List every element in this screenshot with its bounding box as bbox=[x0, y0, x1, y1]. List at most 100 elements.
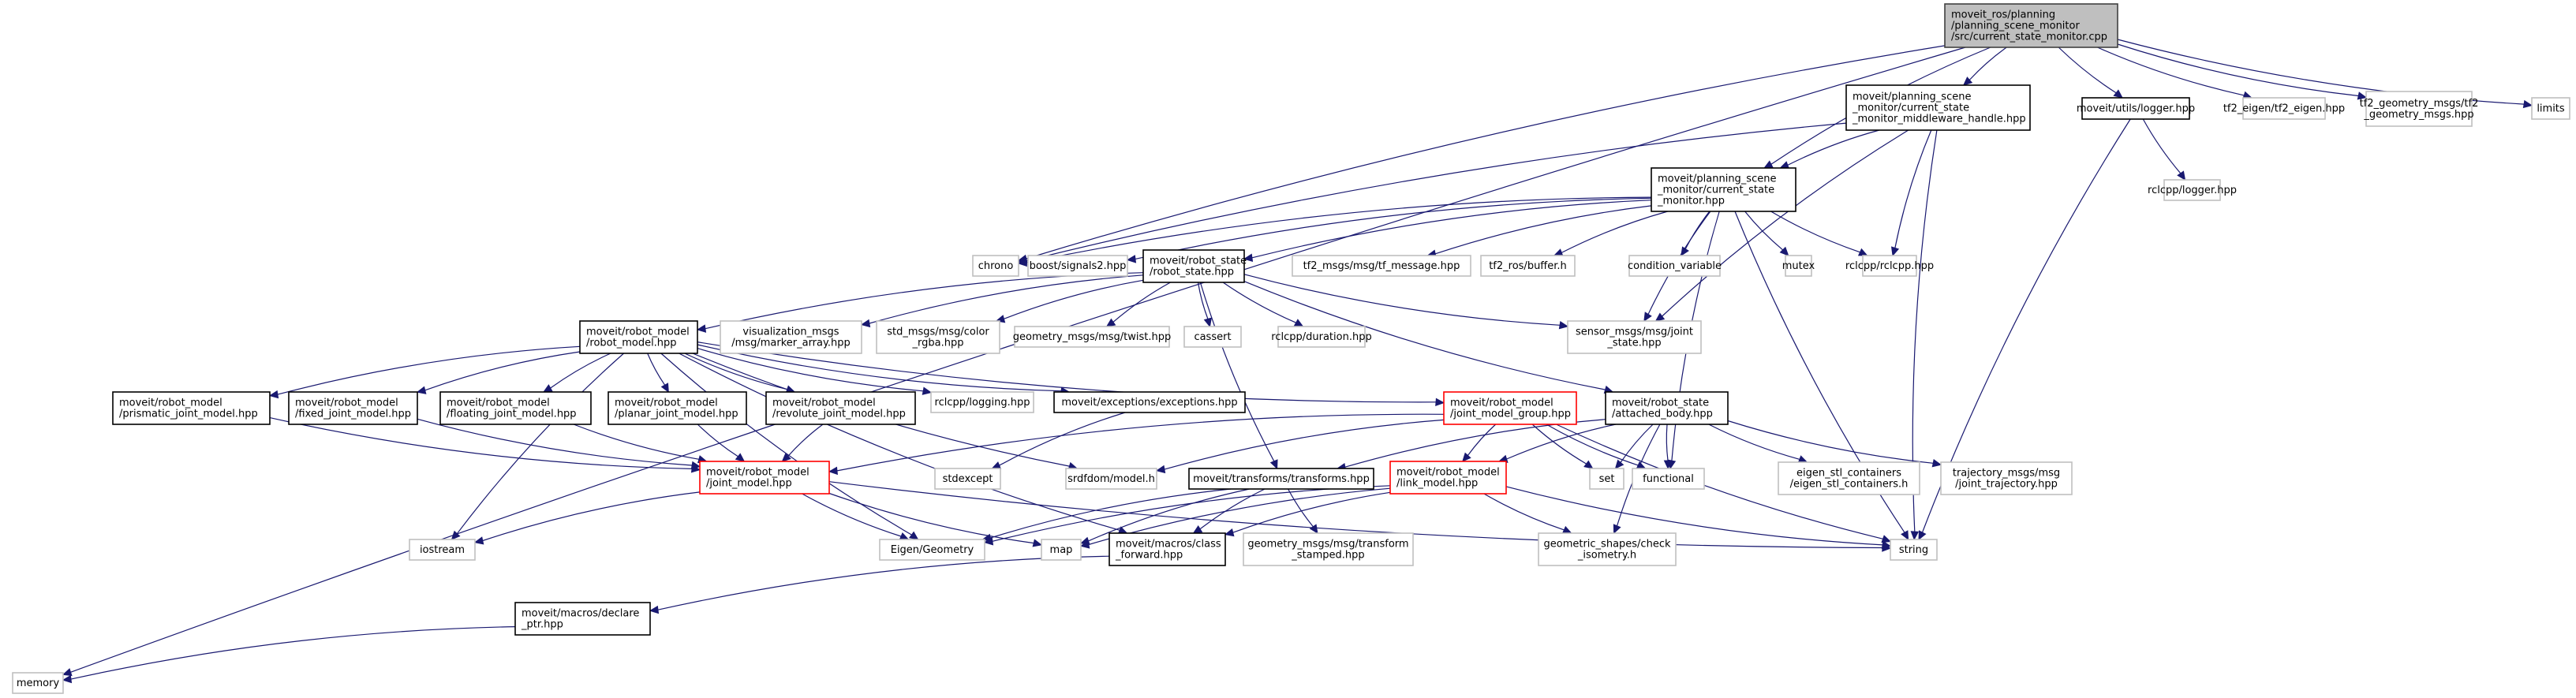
arrowhead-icon bbox=[1910, 531, 1920, 541]
node-floating[interactable]: moveit/robot_model/floating_joint_model.… bbox=[439, 391, 592, 425]
node-box bbox=[1940, 461, 2073, 495]
edge-line bbox=[999, 412, 1126, 466]
node-label-line: moveit/robot_state bbox=[1612, 398, 1709, 409]
arrowhead-icon bbox=[1192, 524, 1203, 534]
node-joint-model[interactable]: moveit/robot_model/joint_model.hpp bbox=[699, 461, 830, 495]
node-mutex: mutex bbox=[1782, 255, 1815, 277]
node-cond-var: condition_variable bbox=[1628, 255, 1722, 277]
node-box bbox=[1243, 532, 1414, 566]
edge-line bbox=[1770, 211, 1860, 253]
edge-mw_handle-to-joint_state bbox=[1654, 129, 1909, 322]
edge-line bbox=[1666, 424, 1669, 461]
edge-line bbox=[1197, 282, 1209, 319]
node-label-line: boost/signals2.hpp bbox=[1030, 260, 1127, 272]
edge-line bbox=[424, 351, 581, 391]
node-label-line: _monitor/current_state bbox=[1657, 185, 1774, 196]
node-jmg[interactable]: moveit/robot_model/joint_model_group.hpp bbox=[1443, 391, 1577, 425]
node-logger[interactable]: moveit/utils/logger.hpp bbox=[2077, 97, 2195, 120]
node-label-line: geometry_msgs/msg/transform bbox=[1247, 539, 1408, 551]
edge-line bbox=[697, 348, 924, 392]
node-label-line: _state.hpp bbox=[1606, 338, 1661, 349]
node-box bbox=[1065, 468, 1157, 490]
arrowhead-icon bbox=[828, 466, 838, 476]
node-label-line: /robot_model.hpp bbox=[586, 338, 677, 349]
edge-line bbox=[1787, 129, 1880, 166]
node-box bbox=[409, 539, 476, 561]
node-box bbox=[2081, 97, 2190, 120]
edge-attached_body-to-joint_traj bbox=[1727, 420, 1942, 468]
edge-line bbox=[697, 424, 738, 457]
node-class-fwd[interactable]: moveit/macros/class_forward.hpp bbox=[1109, 532, 1226, 566]
node-functional: functional bbox=[1632, 468, 1705, 490]
edge-robot_state-to-joint_state bbox=[1243, 274, 1569, 330]
edge-line bbox=[70, 626, 516, 680]
node-attached-body[interactable]: moveit/robot_state/attached_body.hpp bbox=[1605, 391, 1729, 425]
edge-root-to-memory bbox=[62, 47, 1966, 677]
node-transforms[interactable]: moveit/transforms/transforms.hpp bbox=[1188, 468, 1374, 490]
arrowhead-icon bbox=[922, 386, 933, 395]
node-label-line: cassert bbox=[1194, 331, 1231, 343]
node-label-line: trajectory_msgs/msg bbox=[1953, 468, 2060, 480]
edge-jmg-to-functional bbox=[1546, 424, 1647, 469]
node-root[interactable]: moveit_ros/planning/planning_scene_monit… bbox=[1944, 3, 2118, 48]
edge-robot_model-to-rclcpp_logging bbox=[697, 348, 933, 395]
node-label-line: moveit/robot_model bbox=[706, 467, 809, 479]
arrowhead-icon bbox=[735, 453, 746, 462]
edge-line bbox=[1435, 205, 1652, 255]
node-label-line: /planar_joint_model.hpp bbox=[615, 409, 738, 420]
arrowhead-icon bbox=[62, 674, 73, 684]
node-joint-state: sensor_msgs/msg/joint_state.hpp bbox=[1567, 320, 1702, 354]
node-label-line: /joint_trajectory.hpp bbox=[1955, 479, 2058, 491]
arrowhead-icon bbox=[1643, 312, 1652, 323]
node-label-line: set bbox=[1599, 473, 1615, 485]
node-prismatic[interactable]: moveit/robot_model/prismatic_joint_model… bbox=[112, 391, 271, 425]
node-eigen-geom: Eigen/Geometry bbox=[879, 539, 985, 561]
node-fixed[interactable]: moveit/robot_model/fixed_joint_model.hpp bbox=[288, 391, 418, 425]
edge-exceptions-to-stdexcept bbox=[991, 412, 1126, 469]
edge-line bbox=[2058, 47, 2117, 94]
node-mw-handle[interactable]: moveit/planning_scene_monitor/current_st… bbox=[1845, 84, 2031, 131]
node-csm[interactable]: moveit/planning_scene_monitor/current_st… bbox=[1651, 167, 1796, 212]
arrowhead-icon bbox=[1918, 530, 1927, 541]
arrowhead-icon bbox=[1962, 77, 1973, 86]
edge-robot_state-to-twist bbox=[1105, 282, 1171, 327]
edge-robot_model-to-revolute bbox=[684, 353, 796, 394]
node-robot-state[interactable]: moveit/robot_state/robot_state.hpp bbox=[1142, 249, 1247, 283]
arrowhead-icon bbox=[1583, 460, 1594, 469]
edge-jmg-to-joint_model bbox=[828, 413, 1445, 476]
edge-line bbox=[1164, 419, 1445, 470]
node-box bbox=[699, 461, 830, 495]
node-box bbox=[439, 391, 592, 425]
edge-line bbox=[1506, 424, 1617, 460]
node-label-line: tf2_eigen/tf2_eigen.hpp bbox=[2223, 103, 2345, 115]
node-box bbox=[1785, 255, 1812, 277]
node-joint-traj: trajectory_msgs/msg/joint_trajectory.hpp bbox=[1940, 461, 2073, 495]
node-set: set bbox=[1589, 468, 1624, 490]
node-label-line: _isometry.h bbox=[1577, 550, 1636, 562]
node-label-line: rclcpp/duration.hpp bbox=[1271, 331, 1371, 343]
node-label-line: functional bbox=[1643, 473, 1694, 485]
node-box bbox=[1862, 255, 1917, 277]
arrowhead-icon bbox=[1681, 246, 1689, 257]
node-box bbox=[1109, 532, 1226, 566]
edge-robot_model-to-planar bbox=[647, 353, 669, 394]
edge-robot_model-to-jmg bbox=[697, 342, 1445, 407]
node-declare-ptr[interactable]: moveit/macros/declare_ptr.hpp bbox=[514, 602, 651, 636]
node-link-model[interactable]: moveit/robot_model/link_model.hpp bbox=[1389, 461, 1507, 495]
edge-line bbox=[1243, 274, 1561, 326]
arrowhead-icon bbox=[696, 324, 707, 333]
node-revolute[interactable]: moveit/robot_model/revolute_joint_model.… bbox=[765, 391, 916, 425]
edge-line bbox=[482, 491, 701, 542]
edge-robot_model-to-eigen_geom bbox=[660, 353, 919, 540]
node-robot-model[interactable]: moveit/robot_model/robot_model.hpp bbox=[579, 320, 698, 354]
node-label-line: chrono bbox=[978, 260, 1014, 272]
node-exceptions[interactable]: moveit/exceptions/exceptions.hpp bbox=[1053, 391, 1246, 413]
node-label-line: moveit/planning_scene bbox=[1658, 174, 1776, 185]
node-planar[interactable]: moveit/robot_model/planar_joint_model.hp… bbox=[608, 391, 747, 425]
node-label-line: /link_model.hpp bbox=[1396, 478, 1478, 490]
node-label-line: _monitor.hpp bbox=[1657, 196, 1725, 207]
arrowhead-icon bbox=[1779, 246, 1789, 256]
edge-attached_body-to-functional bbox=[1663, 424, 1673, 470]
node-duration: rclcpp/duration.hpp bbox=[1271, 326, 1372, 348]
